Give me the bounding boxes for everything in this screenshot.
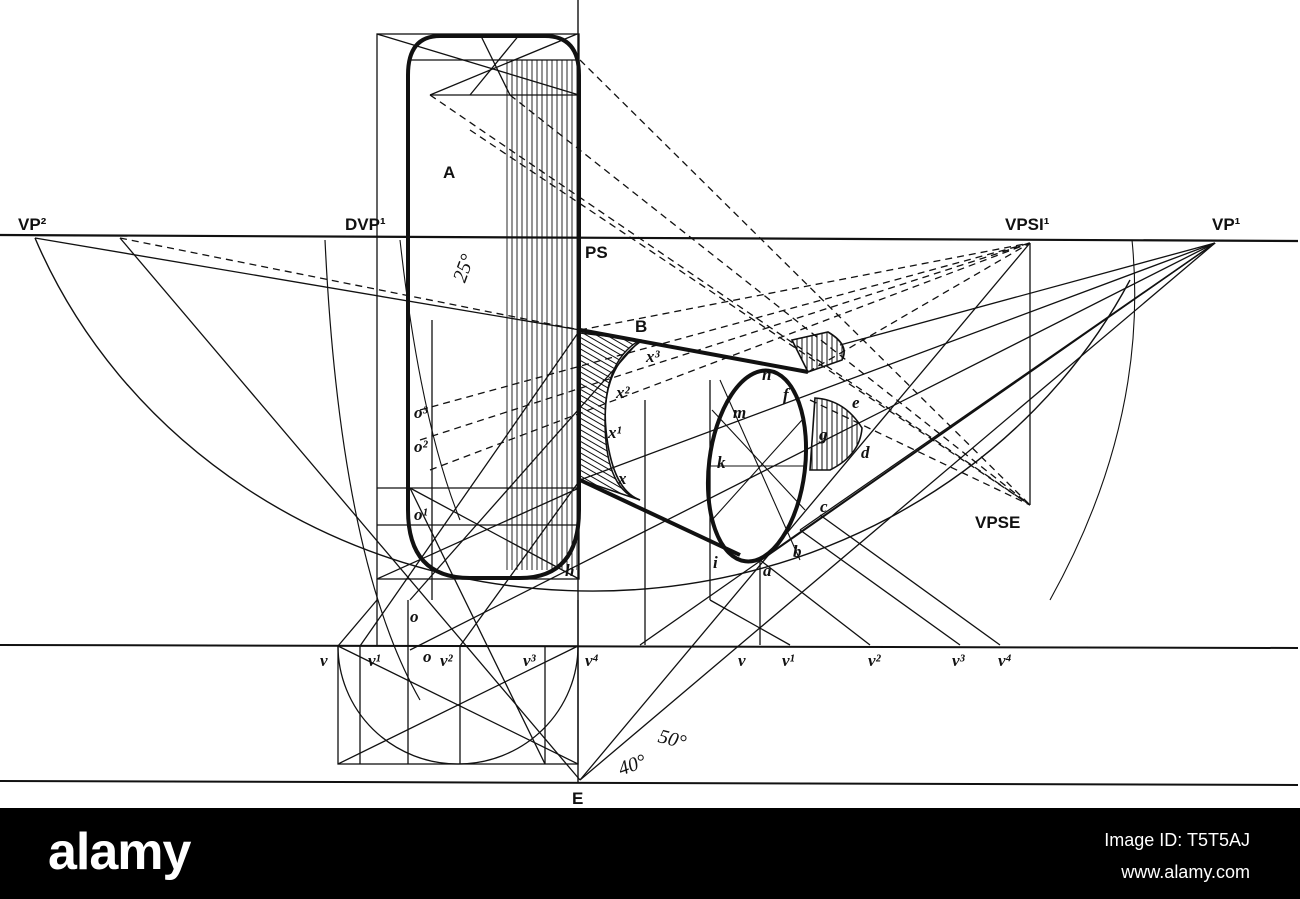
point-n: n: [762, 365, 771, 384]
gl-left-v1: v¹: [368, 651, 381, 670]
gl-left-v: v: [320, 651, 328, 670]
label-vpsi1: VPSI¹: [1005, 215, 1050, 234]
horizon-line: [0, 233, 1299, 243]
point-x2: x²: [615, 383, 631, 402]
point-e: e: [852, 393, 860, 412]
measuring-arc-3: [399, 239, 461, 521]
point-x3: x³: [645, 347, 661, 366]
watermark-footer: alamy Image ID: T5T5AJ www.alamy.com: [0, 808, 1300, 899]
label-a: A: [443, 163, 455, 182]
point-o1: o¹: [414, 505, 428, 524]
cylinder-a: [406, 34, 581, 580]
construction-lines: [34, 237, 1216, 781]
alamy-logo: alamy: [48, 823, 191, 881]
site-url: www.alamy.com: [1121, 862, 1250, 882]
point-x: x: [617, 469, 627, 488]
measuring-arc: [34, 237, 1131, 592]
point-m: m: [733, 403, 746, 422]
point-a: a: [763, 561, 772, 580]
point-h: h: [565, 561, 574, 580]
measuring-arc-2: [324, 239, 421, 701]
gl-left-v2: v²: [440, 651, 454, 670]
point-c: c: [820, 497, 828, 516]
angle-50: 50°: [656, 725, 689, 753]
label-vp1: VP¹: [1212, 215, 1241, 234]
point-b: b: [793, 542, 802, 561]
plan-square: [337, 579, 579, 765]
ground-line: [0, 644, 1299, 649]
station-line: [0, 780, 1299, 786]
perspective-drawing: VP² DVP¹ VPSI¹ VP¹ PS VPSE A B E 25° 50°…: [0, 0, 1300, 808]
label-dvp1: DVP¹: [345, 215, 386, 234]
point-o3: o³: [414, 403, 429, 422]
gl-left-v4: v⁴: [585, 651, 599, 670]
point-o2: o²: [414, 437, 429, 456]
gl-right-v3: v³: [952, 651, 966, 670]
gl-left-v3: v³: [523, 651, 537, 670]
point-k: k: [717, 453, 726, 472]
cylinder-a-shade: [505, 60, 577, 570]
measuring-arc-4: [1049, 239, 1136, 601]
gl-right-v1: v¹: [782, 651, 795, 670]
gl-right-v4: v⁴: [998, 651, 1012, 670]
label-ps: PS: [585, 243, 608, 262]
label-b: B: [635, 317, 647, 336]
gl-left-o: o: [423, 647, 432, 666]
label-vpse: VPSE: [975, 513, 1020, 532]
dashed-lines: [119, 59, 1031, 506]
point-i: i: [713, 553, 718, 572]
point-g: g: [818, 425, 828, 444]
gl-right-v2: v²: [868, 651, 882, 670]
gl-right-v: v: [738, 651, 746, 670]
angle-25: 25°: [449, 251, 479, 285]
point-o: o: [410, 607, 419, 626]
point-x1: x¹: [607, 423, 622, 442]
angle-40: 40°: [615, 750, 649, 780]
point-d: d: [861, 443, 870, 462]
label-vp2: VP²: [18, 215, 47, 234]
label-e: E: [572, 789, 583, 808]
image-id: Image ID: T5T5AJ: [1104, 830, 1250, 850]
point-f: f: [783, 385, 791, 404]
